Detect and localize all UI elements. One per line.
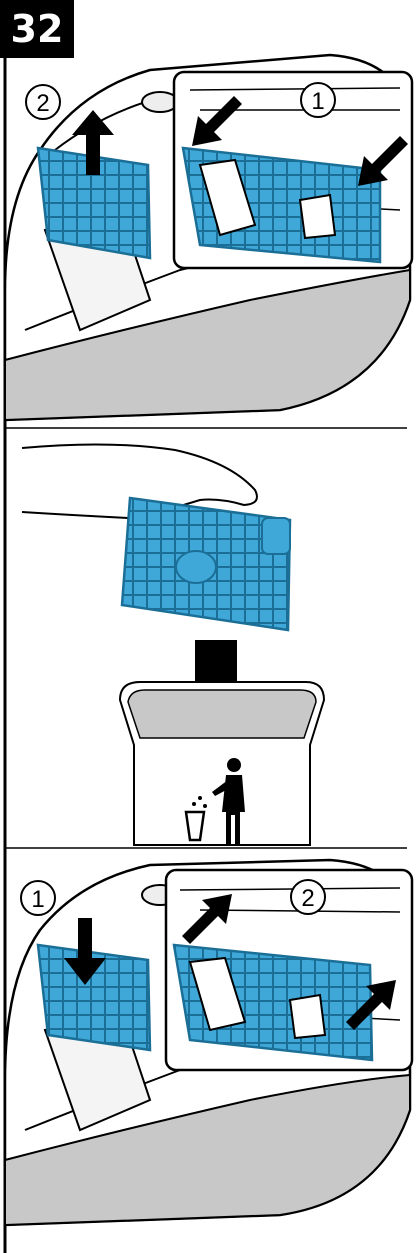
panel-dispose-filter [22,444,324,845]
callout-number-2b: 2 [301,885,314,912]
panel-insert-filter: 1 2 [5,860,412,1225]
callout-number-1: 1 [311,88,324,115]
callout-number-1b: 1 [31,886,44,913]
callout-number-2: 2 [36,90,49,117]
panel-remove-filter: 2 1 [5,55,412,420]
